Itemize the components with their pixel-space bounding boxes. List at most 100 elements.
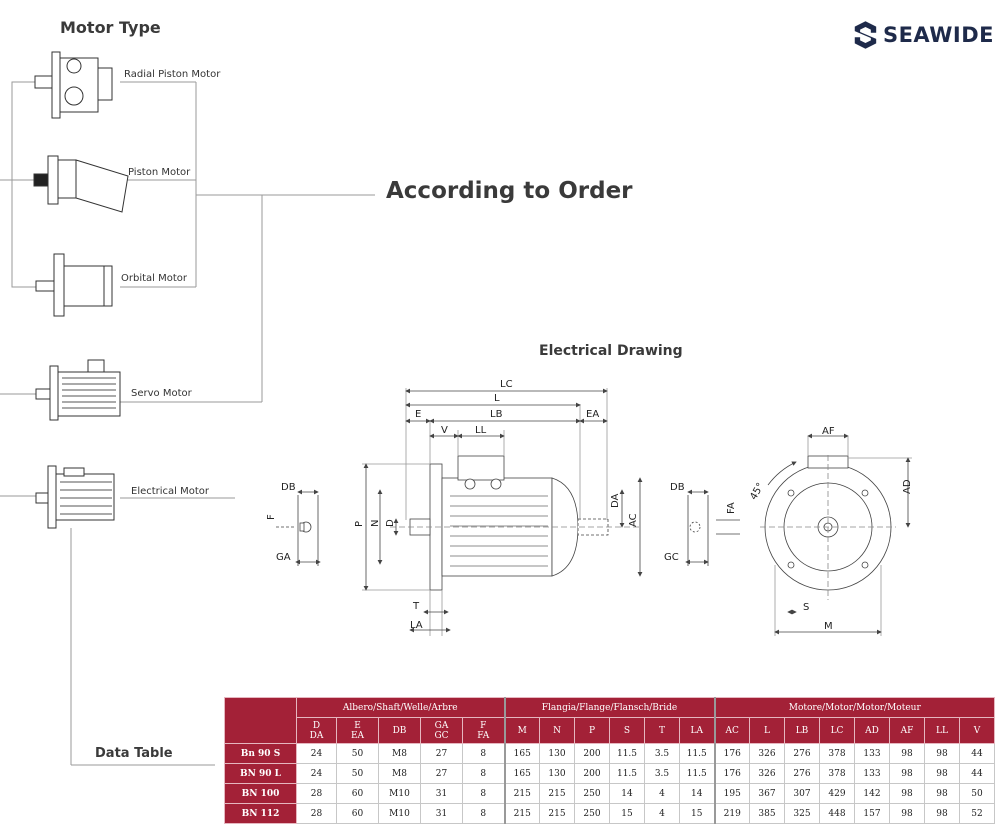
label-angle: 45°	[748, 481, 766, 502]
table-cell: 98	[924, 783, 960, 804]
table-cell: M8	[378, 743, 421, 764]
table-col-header: N	[539, 717, 575, 744]
table-cell: 11.5	[679, 743, 715, 764]
table-col-header: LB	[784, 717, 820, 744]
label-P: P	[354, 521, 365, 527]
table-cell: 3.5	[644, 763, 680, 784]
motor-side-view	[362, 388, 643, 636]
orbital-motor-icon	[35, 253, 113, 317]
table-cell: 215	[503, 783, 540, 804]
table-cell: 50	[959, 783, 995, 804]
electrical-drawing-heading: Electrical Drawing	[539, 343, 683, 359]
table-col-header: T	[644, 717, 680, 744]
table-row-name: BN 112	[224, 803, 297, 824]
table-cell: M8	[378, 763, 421, 784]
table-cell: 24	[296, 743, 337, 764]
table-cell: 31	[420, 783, 463, 804]
table-cell: 385	[749, 803, 785, 824]
table-col-header: DB	[378, 717, 421, 744]
table-col-header: S	[609, 717, 645, 744]
table-col-header: AC	[713, 717, 750, 744]
table-cell: 215	[539, 783, 575, 804]
label-E: E	[415, 409, 421, 420]
label-DB-left: DB	[281, 482, 296, 493]
table-cell: 448	[819, 803, 855, 824]
table-cell: 133	[854, 763, 890, 784]
table-cell: 52	[959, 803, 995, 824]
table-cell: 200	[574, 763, 610, 784]
table-row-name: Bn 90 S	[224, 743, 297, 764]
shaft-end-right	[685, 489, 740, 566]
table-cell: 3.5	[644, 743, 680, 764]
seawide-s-logo-icon	[854, 21, 877, 49]
table-cell: 8	[462, 803, 505, 824]
label-GC: GC	[664, 552, 679, 563]
table-col-header: LA	[679, 717, 715, 744]
motor-label-orbital: Orbital Motor	[121, 273, 188, 284]
table-cell: M10	[378, 803, 421, 824]
table-col-header: LL	[924, 717, 960, 744]
table-cell: 98	[889, 763, 925, 784]
brand-logo: SEAWIDE	[854, 14, 994, 56]
table-cell: 98	[889, 743, 925, 764]
table-cell: 15	[609, 803, 645, 824]
table-col-header: LC	[819, 717, 855, 744]
label-FA: FA	[726, 502, 737, 514]
table-corner	[224, 697, 297, 744]
connector-lines	[0, 81, 375, 766]
label-T: T	[412, 601, 420, 612]
table-cell: 11.5	[609, 763, 645, 784]
electrical-drawing: DB F GA	[266, 379, 913, 636]
table-cell: 378	[819, 743, 855, 764]
table-cell: 325	[784, 803, 820, 824]
table-row-name: BN 90 L	[224, 763, 297, 784]
table-cell: 4	[644, 783, 680, 804]
table-group-motor: Motore/Motor/Motor/Moteur	[713, 697, 995, 718]
label-LA: LA	[410, 620, 423, 631]
table-cell: 60	[336, 803, 379, 824]
table-cell: 98	[924, 763, 960, 784]
label-F: F	[266, 514, 277, 520]
table-cell: 27	[420, 763, 463, 784]
label-AC: AC	[628, 513, 639, 527]
label-N: N	[370, 520, 381, 527]
table-cell: 11.5	[609, 743, 645, 764]
table-cell: 4	[644, 803, 680, 824]
table-cell: 31	[420, 803, 463, 824]
shaft-end-left	[276, 489, 321, 566]
label-AD: AD	[902, 479, 913, 494]
table-cell: 98	[924, 743, 960, 764]
label-V: V	[441, 425, 448, 436]
motor-label-electrical: Electrical Motor	[131, 486, 210, 497]
label-GA: GA	[276, 552, 291, 563]
label-DB-right: DB	[670, 482, 685, 493]
table-cell: 28	[296, 803, 337, 824]
table-col-header: V	[959, 717, 995, 744]
table-cell: 429	[819, 783, 855, 804]
table-cell: 378	[819, 763, 855, 784]
table-cell: 8	[462, 763, 505, 784]
table-cell: 15	[679, 803, 715, 824]
table-cell: 326	[749, 743, 785, 764]
table-cell: 50	[336, 763, 379, 784]
table-group-shaft: Albero/Shaft/Welle/Arbre	[296, 697, 505, 718]
label-AF: AF	[822, 426, 835, 437]
table-cell: 14	[679, 783, 715, 804]
table-cell: 367	[749, 783, 785, 804]
table-cell: 276	[784, 743, 820, 764]
table-cell: 307	[784, 783, 820, 804]
table-cell: 326	[749, 763, 785, 784]
table-cell: 176	[713, 763, 750, 784]
table-cell: 215	[539, 803, 575, 824]
table-cell: 11.5	[679, 763, 715, 784]
piston-motor-icon	[33, 155, 129, 213]
table-cell: 157	[854, 803, 890, 824]
label-D: D	[385, 519, 396, 527]
table-cell: 165	[503, 763, 540, 784]
table-group-flange: Flangia/Flange/Flansch/Bride	[503, 697, 715, 718]
radial-piston-motor-icon	[34, 51, 113, 119]
